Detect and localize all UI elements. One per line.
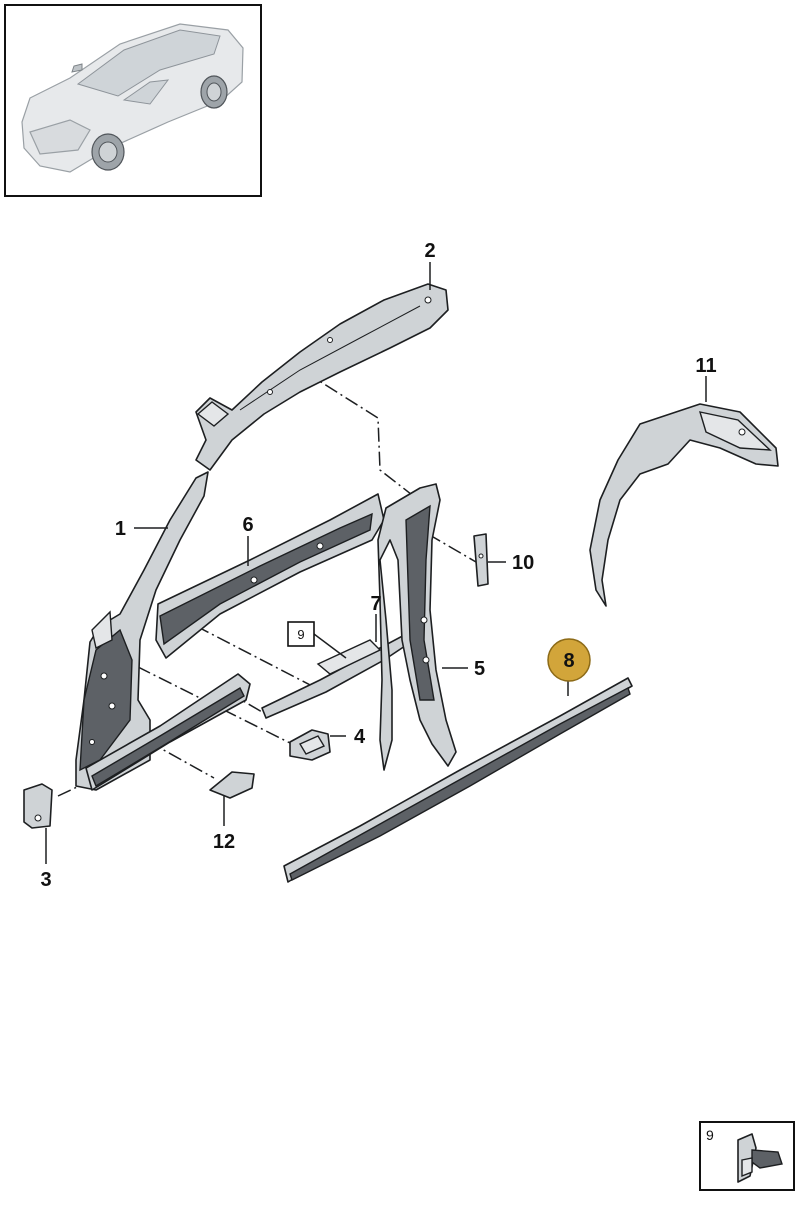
inset-bracket-illustration bbox=[737, 1133, 783, 1183]
leader-lines bbox=[45, 262, 707, 864]
callout-labels: 2 1 6 7 10 5 4 12 3 11 9 8 bbox=[40, 240, 716, 891]
callout-8-badge bbox=[547, 638, 591, 682]
inset-detail-9: 9 bbox=[699, 1121, 795, 1191]
callout-3[interactable]: 3 bbox=[40, 869, 51, 891]
callout-4[interactable]: 4 bbox=[354, 726, 366, 748]
callout-9-label: 9 bbox=[297, 627, 304, 642]
inset-frame bbox=[699, 1121, 795, 1191]
part-10-bracket bbox=[473, 533, 489, 587]
part-12-gusset bbox=[209, 771, 255, 799]
part-11-wheel-arch bbox=[589, 403, 779, 607]
callout-6[interactable]: 6 bbox=[242, 514, 253, 536]
callout-11[interactable]: 11 bbox=[695, 355, 716, 377]
thumbnail-frame bbox=[4, 4, 262, 197]
inset-label: 9 bbox=[706, 1127, 714, 1143]
callout-10[interactable]: 10 bbox=[512, 552, 534, 574]
callout-5[interactable]: 5 bbox=[474, 658, 485, 680]
car-illustration bbox=[21, 23, 244, 173]
callout-2[interactable]: 2 bbox=[424, 240, 435, 262]
callout-12[interactable]: 12 bbox=[213, 831, 235, 853]
callout-8-highlighted[interactable]: 8 bbox=[547, 638, 591, 682]
callout-8: 8 bbox=[563, 650, 574, 672]
part-6-side-member bbox=[155, 493, 385, 659]
part-1-a-pillar bbox=[75, 471, 209, 791]
part-4-bracket bbox=[289, 729, 331, 761]
part-3-plate bbox=[23, 783, 53, 829]
vehicle-thumbnail bbox=[4, 4, 262, 197]
callout-9-box[interactable]: 9 bbox=[287, 621, 315, 647]
callout-1[interactable]: 1 bbox=[115, 518, 126, 540]
inner-sill-member bbox=[85, 673, 251, 791]
part-8-outer-sill bbox=[283, 677, 633, 883]
callout-7[interactable]: 7 bbox=[370, 593, 381, 615]
part-2-roof-rail bbox=[195, 283, 449, 471]
part-5-b-pillar bbox=[377, 483, 457, 771]
